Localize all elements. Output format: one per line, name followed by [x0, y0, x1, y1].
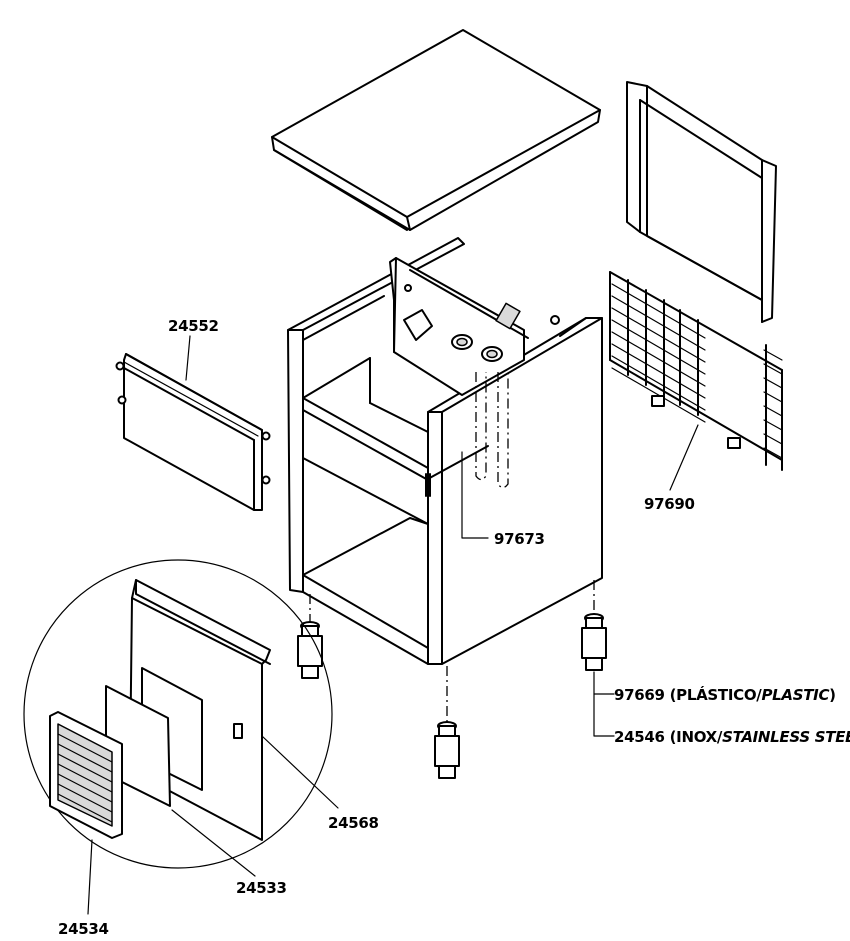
- label-97673: 97673: [494, 530, 545, 548]
- label-24546-stainless: 24546 (INOX/STAINLESS STEEL): [614, 728, 850, 746]
- grille: [49, 711, 123, 839]
- foot-right: [581, 613, 607, 671]
- wire-rack: [609, 271, 783, 471]
- label-97669-plastic: 97669 (PLÁSTICO/PLASTIC): [614, 685, 836, 704]
- back-panel: [626, 81, 777, 323]
- label-24568: 24568: [328, 814, 379, 832]
- cabinet-body: [287, 237, 603, 665]
- worktop-top: [271, 29, 601, 231]
- compressor-right: [481, 346, 503, 362]
- label-24533: 24533: [236, 879, 287, 897]
- side-panel: [115, 353, 271, 511]
- label-24534: 24534: [58, 920, 109, 938]
- detail-circle: [23, 559, 333, 869]
- label-24552: 24552: [168, 317, 219, 335]
- rod: [425, 445, 489, 497]
- foot-front: [434, 721, 460, 779]
- internal-unit: [389, 257, 560, 497]
- compressor-left: [451, 334, 473, 350]
- foot-left: [297, 621, 323, 679]
- label-97690: 97690: [644, 495, 695, 513]
